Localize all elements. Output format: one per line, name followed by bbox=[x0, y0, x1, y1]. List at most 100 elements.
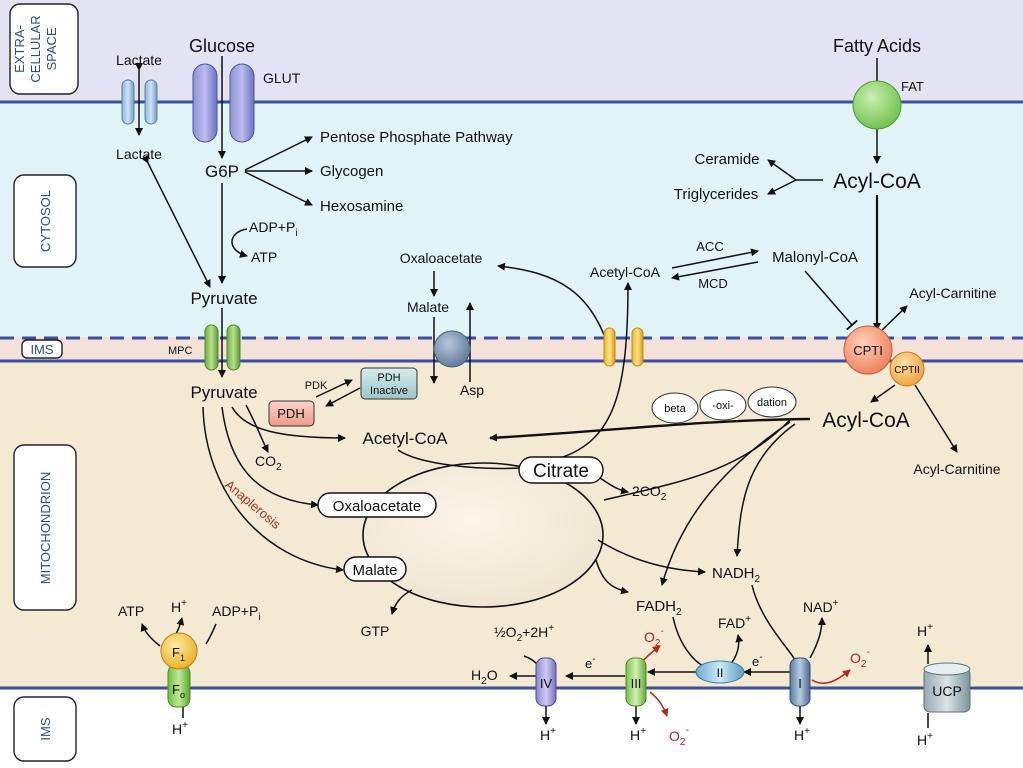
acyl-coa-cyto-label: Acyl-CoA bbox=[833, 170, 921, 193]
proton-label-iii: H+ bbox=[630, 726, 646, 743]
acetyl-coa-cyto-label: Acetyl-CoA bbox=[590, 264, 661, 280]
ceramide-label: Ceramide bbox=[694, 151, 759, 168]
malate-aspartate-carrier bbox=[433, 330, 471, 368]
synthase-proton-top-text: H bbox=[171, 599, 181, 615]
cpt1-enzyme: CPTI bbox=[843, 325, 893, 375]
co2-label: CO2 bbox=[255, 453, 282, 473]
synthase-proton-bottom: H+ bbox=[172, 720, 188, 737]
electron-text-1: e bbox=[585, 656, 592, 671]
proton-label-ucp-top: H+ bbox=[917, 622, 933, 639]
glut-label: GLUT bbox=[263, 70, 301, 86]
beta-oxidation bbox=[651, 386, 797, 424]
fat-label: FAT bbox=[901, 79, 924, 94]
oxaloacetate-box: Oxaloacetate bbox=[317, 492, 437, 518]
cytosol-label-box bbox=[13, 174, 77, 268]
synthase-proton-bottom-sup: + bbox=[182, 720, 188, 731]
two-co2-sub: 2 bbox=[661, 492, 667, 503]
electron-sup-1: - bbox=[592, 654, 595, 665]
fo-text: F bbox=[172, 682, 180, 697]
region-labels bbox=[9, 3, 79, 762]
tca-malate-label: Malate bbox=[352, 562, 397, 579]
tca-oxaloacetate-label: Oxaloacetate bbox=[333, 498, 421, 515]
fadh-sub: 2 bbox=[676, 607, 682, 618]
electron-label-2: e- bbox=[752, 652, 763, 669]
complex-iv: IV bbox=[535, 657, 557, 707]
proton-sup-ucp-top: + bbox=[927, 622, 933, 633]
malonyl-coa-label: Malonyl-CoA bbox=[772, 249, 858, 266]
proton-text-iv: H bbox=[540, 727, 550, 743]
proton-text-i: H bbox=[794, 727, 804, 743]
nad-text: NAD bbox=[803, 599, 833, 615]
mcd-label: MCD bbox=[698, 276, 728, 291]
glycogen-label: Glycogen bbox=[320, 163, 383, 180]
h2o-rest: O bbox=[487, 667, 498, 683]
synthase-adp-label: ADP+Pi bbox=[212, 603, 261, 623]
fad-sup: + bbox=[745, 614, 751, 625]
superoxide-text-2: O bbox=[669, 728, 680, 744]
proton-label-iv: H+ bbox=[540, 726, 556, 743]
glucose-label: Glucose bbox=[189, 36, 255, 56]
beta-ox-label-1: beta bbox=[664, 403, 686, 415]
pdh-inactive-box: PDH Inactive bbox=[360, 367, 418, 400]
pathway-arrows bbox=[135, 56, 958, 728]
mpc-label: MPC bbox=[168, 345, 193, 357]
superoxide-label-2: O2- bbox=[669, 725, 689, 748]
superoxide-sup-3: - bbox=[866, 647, 869, 658]
superoxide-sub-1: 2 bbox=[655, 638, 661, 649]
electron-text-2: e bbox=[752, 654, 759, 669]
cpt2-enzyme: CPTII bbox=[889, 351, 925, 387]
complex-ii: II bbox=[695, 660, 745, 684]
nadh-text: NADH bbox=[712, 565, 755, 582]
proton-text-ucp-bottom: H bbox=[917, 732, 927, 748]
region-ims-bottom: IMS bbox=[38, 717, 53, 740]
beta-ox-label-2: -oxi- bbox=[712, 400, 734, 412]
co2-sub: 2 bbox=[276, 462, 282, 473]
complex-i-label: I bbox=[798, 676, 802, 691]
fo-sub: o bbox=[180, 690, 185, 700]
pdh-label: PDH bbox=[277, 406, 304, 421]
complex-iii-label: III bbox=[631, 676, 642, 691]
triglycerides-label: Triglycerides bbox=[674, 186, 758, 203]
lactate-transporter bbox=[121, 79, 158, 125]
mito-label-box bbox=[13, 444, 77, 611]
synthase-proton-top-sup: + bbox=[181, 598, 187, 609]
two-co2-label: 2CO2 bbox=[632, 483, 667, 503]
hexosamine-label: Hexosamine bbox=[320, 198, 403, 215]
pdh-inactive-label-1: PDH bbox=[377, 372, 400, 384]
fo-label: Fo bbox=[172, 682, 185, 700]
superoxide-text-3: O bbox=[850, 650, 861, 666]
f1-text: F bbox=[172, 645, 180, 660]
malate-cyto-label: Malate bbox=[407, 299, 449, 315]
electron-label-1: e- bbox=[585, 654, 596, 671]
electron-sup-2: - bbox=[759, 652, 762, 663]
region-ims-top: IMS bbox=[30, 342, 53, 357]
proton-sup-ucp-bottom: + bbox=[927, 731, 933, 742]
superoxide-label-3: O2- bbox=[850, 647, 870, 670]
citrate-transporter bbox=[603, 327, 644, 367]
citrate-label: Citrate bbox=[533, 461, 589, 482]
pyruvate-mito-label: Pyruvate bbox=[190, 383, 257, 402]
acyl-carnitine-top-label: Acyl-Carnitine bbox=[909, 285, 996, 301]
two-co2-text: 2CO bbox=[632, 483, 661, 499]
ims-bottom-band bbox=[0, 688, 1023, 768]
cpt2-label: CPTII bbox=[894, 365, 920, 376]
region-mitochondrion: MITOCHONDRION bbox=[38, 472, 53, 584]
region-cytosol: CYTOSOL bbox=[38, 190, 53, 252]
complex-i: I bbox=[789, 657, 811, 707]
ims-bottom-label-box bbox=[13, 696, 77, 762]
fad-label: FAD+ bbox=[718, 614, 751, 631]
ucp-channel: UCP bbox=[923, 662, 971, 713]
o2-half-sup: + bbox=[548, 623, 554, 634]
h2o-label: H2O bbox=[471, 667, 498, 687]
acyl-carnitine-bottom-label: Acyl-Carnitine bbox=[913, 461, 1000, 477]
citrate-box: Citrate bbox=[518, 456, 604, 484]
lactate-in-label: Lactate bbox=[116, 146, 162, 162]
adp-pi-text: ADP+P bbox=[249, 219, 295, 235]
ucp-label: UCP bbox=[932, 683, 962, 699]
adp-pi-label: ADP+Pi bbox=[249, 219, 298, 239]
fad-text: FAD bbox=[718, 615, 745, 631]
region-extracellular-1: EXTRA- bbox=[12, 25, 27, 73]
superoxide-sup-2: - bbox=[685, 725, 688, 736]
